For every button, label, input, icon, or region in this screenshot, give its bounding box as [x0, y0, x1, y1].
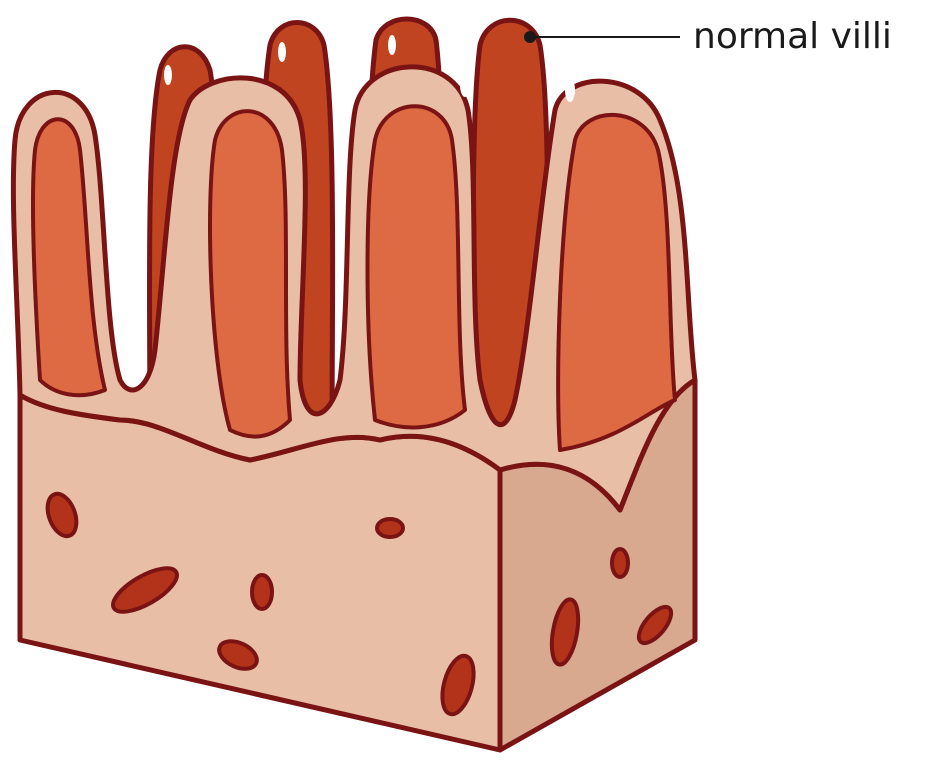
highlight-5 — [565, 78, 575, 102]
front-villus-lumen-4 — [558, 115, 675, 450]
highlight-1 — [164, 65, 172, 85]
villi-label: normal villi — [693, 16, 892, 57]
highlight-6 — [115, 136, 121, 164]
vessel-5 — [377, 519, 403, 537]
highlight-2 — [278, 42, 286, 62]
front-villus-lumen-2 — [210, 111, 290, 436]
vessel-3 — [252, 575, 272, 609]
highlight-4 — [460, 73, 470, 97]
front-villus-lumen-3 — [368, 106, 466, 427]
highlight-3 — [388, 35, 396, 55]
vessel-8 — [612, 549, 628, 577]
